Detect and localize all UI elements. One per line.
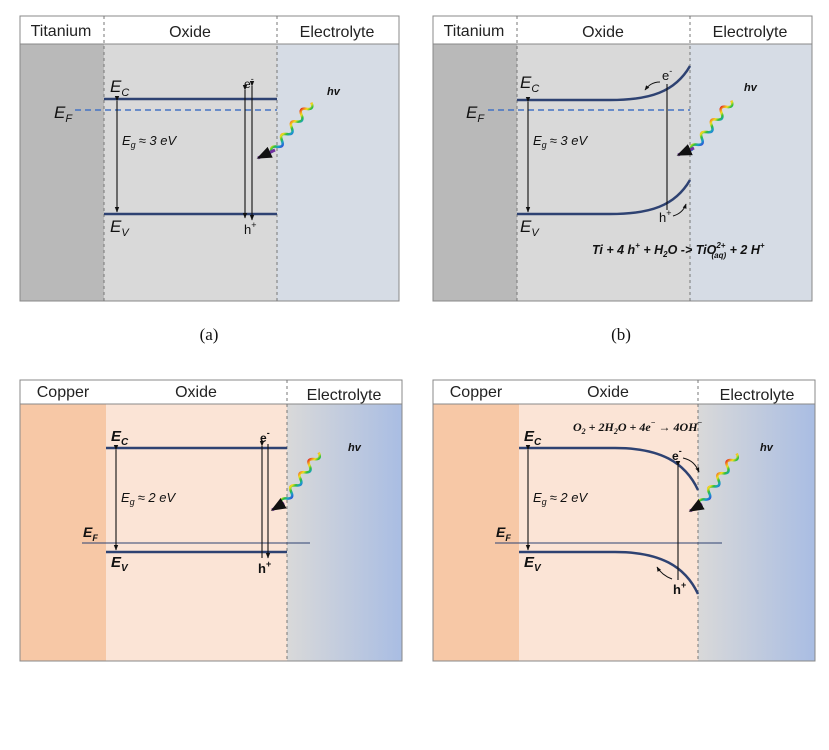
valence-band (517, 179, 692, 216)
band-gap-label: Eg≈ 2 eV (533, 490, 589, 507)
oxide-label: Oxide (587, 384, 629, 401)
photon-label: hv (327, 86, 341, 98)
panel-a: Titanium Oxide Electrolyte EC EF EV Eg≈ … (19, 15, 400, 302)
ev-label: EV (111, 554, 129, 574)
metal-label: Copper (37, 384, 90, 401)
electrolyte-region (287, 380, 402, 661)
ef-label: EF (83, 524, 98, 543)
hole-label: h+ (673, 580, 686, 597)
header-bar (19, 379, 403, 405)
electron-label: e- (662, 66, 672, 83)
panel-border (19, 15, 400, 302)
ec-label: EC (524, 428, 542, 448)
reduction-reaction: O2 + 2H2O + 4e− → 4OH− (573, 418, 703, 436)
ev-label: EV (524, 554, 542, 574)
hole-drift-arrow (672, 203, 687, 217)
panel-b: Titanium Oxide Electrolyte EC EF EV Eg≈ … (432, 15, 813, 302)
photon-arrow-head (270, 498, 287, 512)
electron-label: e- (672, 446, 682, 463)
hole-label: h+ (258, 559, 271, 576)
metal-region (20, 16, 104, 301)
oxide-label: Oxide (169, 24, 211, 41)
oxide-label: Oxide (175, 384, 217, 401)
ef-label: EF (496, 524, 511, 543)
valence-band (519, 550, 700, 595)
electrolyte-label: Electrolyte (720, 387, 795, 404)
panel-c: Copper Oxide Electrolyte EC EF EV Eg≈ 2 … (19, 379, 403, 662)
ec-label: EC (520, 73, 539, 95)
panel-border (432, 15, 813, 302)
panel-border (19, 379, 403, 662)
oxide-region (106, 380, 287, 661)
electrolyte-region (277, 16, 399, 301)
oxide-region (517, 16, 690, 301)
metal-label: Titanium (444, 23, 505, 40)
conduction-band (517, 65, 692, 102)
electrolyte-label: Electrolyte (300, 24, 375, 41)
photon-arrow-head (256, 146, 276, 160)
caption-b: (b) (611, 325, 631, 344)
metal-label: Copper (450, 384, 503, 401)
electron-label: e- (244, 74, 254, 91)
conduction-band (519, 446, 700, 491)
ef-label: EF (54, 103, 73, 125)
panel-d: Copper Oxide Electrolyte EC EF EV Eg≈ 2 … (432, 379, 816, 662)
hole-label: h+ (244, 220, 257, 237)
metal-region (433, 16, 517, 301)
metal-region (433, 380, 519, 661)
electrolyte-label: Electrolyte (713, 24, 788, 41)
photon-arrow-head (676, 144, 695, 157)
oxide-region (104, 16, 277, 301)
electrolyte-region (690, 16, 812, 301)
ev-label: EV (110, 217, 130, 239)
band-gap-label: Eg≈ 2 eV (121, 490, 177, 507)
hole-label: h+ (659, 208, 672, 225)
band-gap-label: Eg≈ 3 eV (122, 133, 178, 150)
ec-label: EC (111, 428, 129, 448)
metal-region (20, 380, 106, 661)
electron-drift-arrow (644, 81, 661, 91)
photon-arrow-head (688, 499, 705, 513)
ef-label: EF (466, 103, 485, 125)
electrolyte-region (698, 380, 815, 661)
ec-label: EC (110, 77, 129, 99)
photon-label: hv (348, 442, 362, 454)
electron-label: e- (260, 428, 270, 445)
caption-a: (a) (200, 325, 219, 344)
header-bar (432, 15, 813, 45)
metal-label: Titanium (31, 23, 92, 40)
oxidation-reaction: Ti + 4 h+ + H2O -> TiO2+(aq) + 2 H+ (592, 241, 765, 260)
hole-drift-arrow (656, 566, 673, 580)
header-bar (19, 15, 400, 45)
oxide-region (519, 380, 698, 661)
panel-border (432, 379, 816, 662)
photon-label: hv (760, 442, 774, 454)
ev-label: EV (520, 217, 540, 239)
band-gap-label: Eg≈ 3 eV (533, 133, 589, 150)
photon-label: hv (744, 82, 758, 94)
oxide-label: Oxide (582, 24, 624, 41)
electron-drift-arrow (682, 457, 700, 473)
electrolyte-label: Electrolyte (307, 387, 382, 404)
